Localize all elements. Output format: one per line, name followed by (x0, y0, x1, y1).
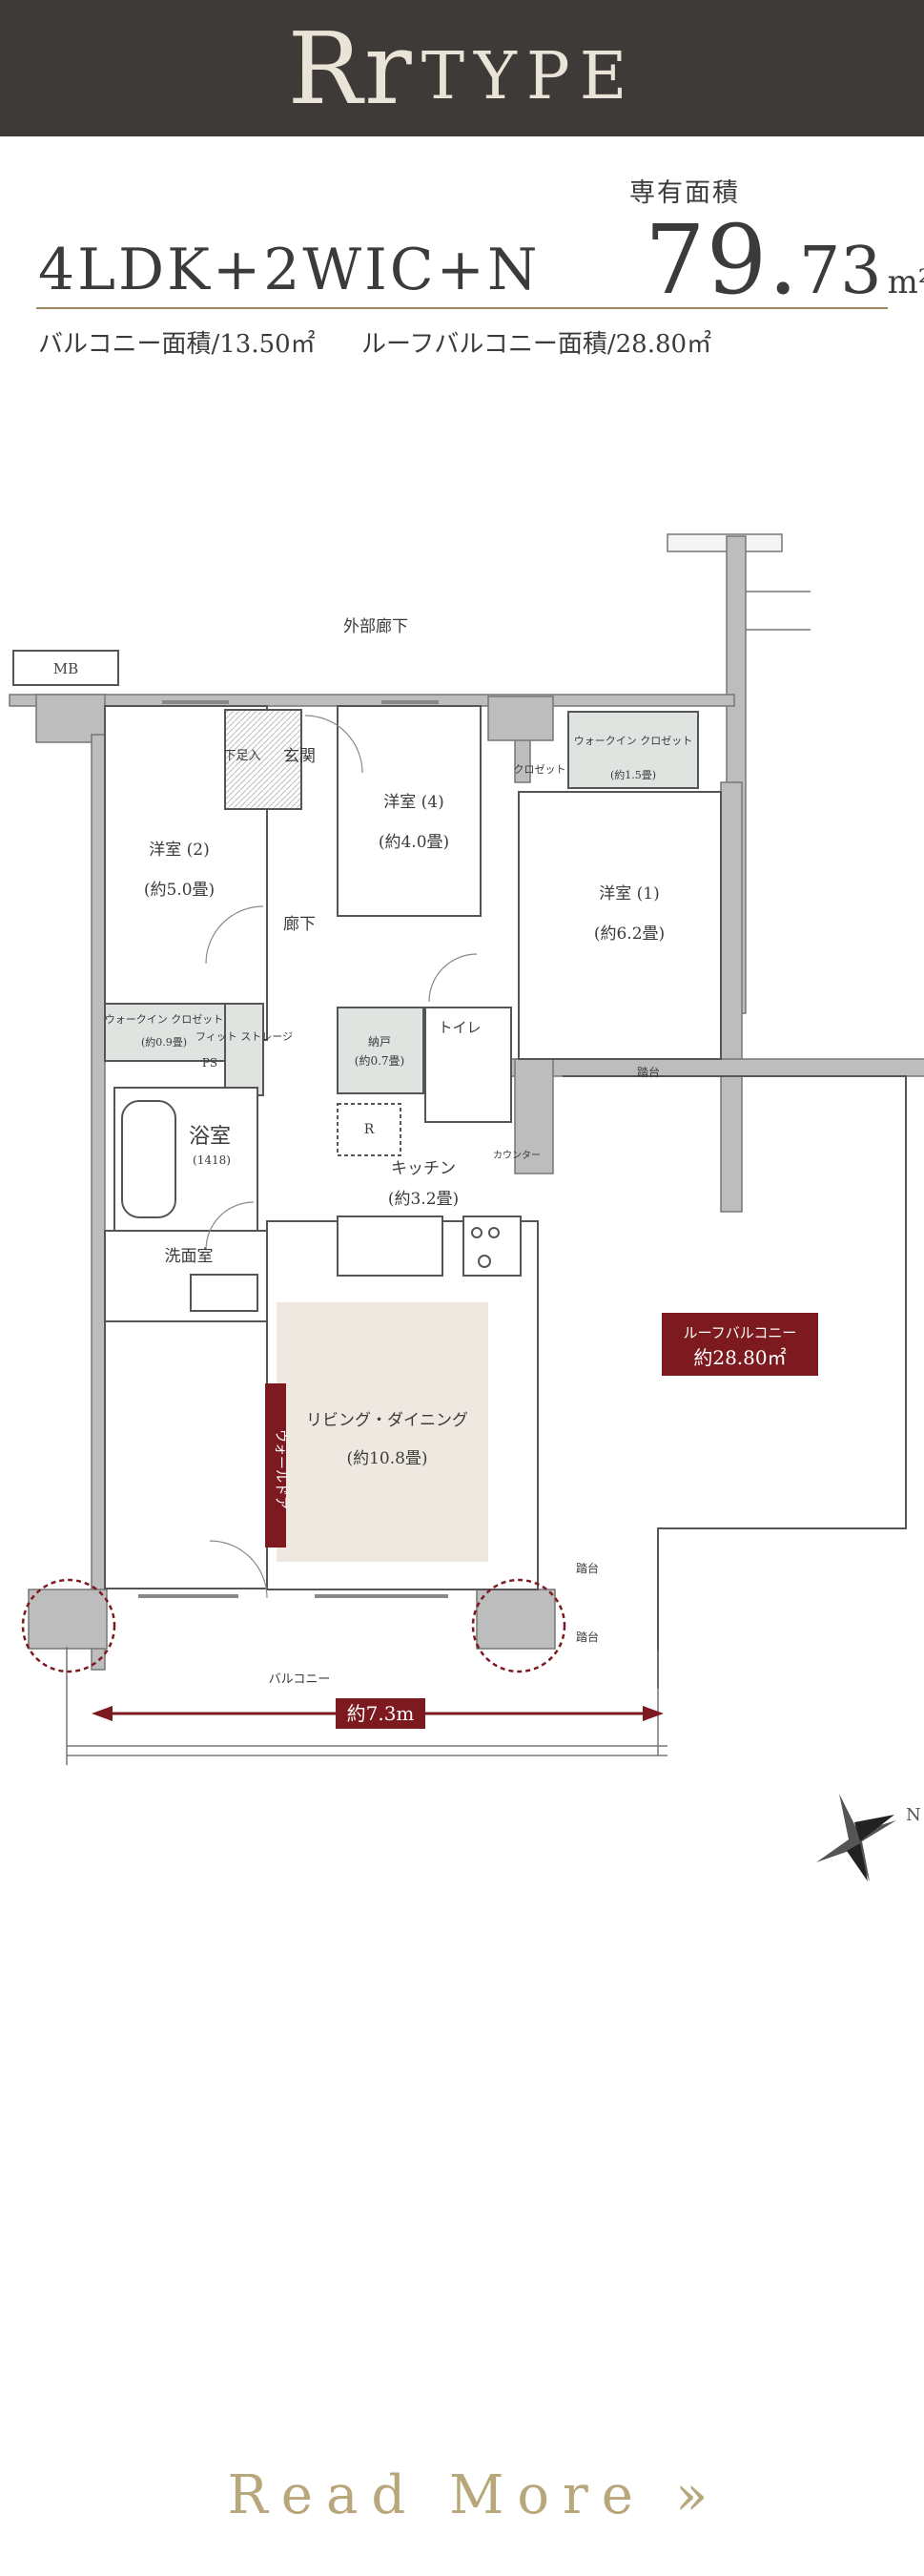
type-title-small: TYPE (421, 38, 637, 114)
living-fill (277, 1302, 488, 1562)
kitchen-counter (337, 1215, 443, 1277)
outer-wall-top (9, 694, 735, 707)
room-1-label: 洋室 (1) (599, 884, 659, 904)
entrance-outline (224, 709, 302, 810)
wall-horizontal (510, 1058, 924, 1077)
room-1-size: (約6.2畳) (594, 924, 665, 944)
room-1-outline (518, 791, 722, 1060)
roof-balcony-label: ルーフバルコニー (684, 1324, 797, 1341)
fit-storage-outline (224, 1003, 264, 1096)
read-more-label: Read More (227, 2463, 647, 2526)
refrigerator-label: R (364, 1122, 375, 1137)
ps-label: PS (202, 1056, 217, 1070)
sub-areas: バルコニー面積/13.50㎡ ルーフバルコニー面積/28.80㎡ (38, 324, 711, 360)
storage-size: (約0.7畳) (355, 1053, 404, 1068)
toilet-label: トイレ (438, 1019, 481, 1036)
width-dimension-label: 約7.3m (347, 1702, 415, 1725)
plan-name: 4LDK+2WIC+N (38, 237, 541, 303)
north-label: N (906, 1805, 921, 1825)
bathtub (121, 1100, 176, 1218)
outer-wall-left-long (91, 734, 106, 1671)
roof-balcony-area: ルーフバルコニー面積/28.80㎡ (360, 330, 712, 359)
column-top (487, 696, 554, 741)
room-4-label: 洋室 (4) (383, 793, 443, 812)
room-2-size: (約5.0畳) (144, 881, 215, 900)
kitchen-size: (約3.2畳) (388, 1190, 459, 1209)
corner-mark-left (21, 1578, 116, 1673)
mb-box (12, 650, 119, 686)
room-3-outline (104, 1320, 268, 1589)
roof-balcony-outline (563, 1075, 907, 1689)
step-label-3: 踏台 (576, 1630, 599, 1644)
wall-door-label: ウォールドア (273, 1429, 288, 1509)
storage-label: 納戸 (368, 1035, 391, 1049)
closet-small-label: クロゼット (514, 763, 566, 776)
washroom-label: 洗面室 (165, 1247, 214, 1266)
room-4-size: (約4.0畳) (379, 833, 449, 852)
refrigerator (337, 1103, 401, 1156)
corner-block-bm (476, 1589, 556, 1650)
area-unit: m² (887, 263, 924, 301)
bath-label: 浴室 (189, 1125, 231, 1149)
double-chevron-right-icon: ›› (674, 2462, 708, 2527)
corner-block-bl (28, 1589, 108, 1650)
header-bar (0, 0, 924, 136)
step-label-1: 踏台 (637, 1065, 660, 1079)
storage-outline (337, 1007, 424, 1094)
width-dimension-tag (336, 1698, 425, 1729)
area-int: 79. (645, 204, 800, 316)
roof-balcony-size: 約28.80㎡ (693, 1346, 786, 1369)
wic-1-label: ウォークイン クロゼット (574, 735, 693, 747)
wall-right-mid (720, 781, 743, 1213)
room-4-outline (337, 705, 482, 917)
divider (36, 307, 888, 309)
read-more-button[interactable]: Read More ›› (0, 2452, 924, 2538)
roof-rail-top (667, 533, 783, 552)
outer-corridor-label: 外部廊下 (343, 617, 408, 636)
type-title-big: Rr (287, 10, 414, 127)
room-2-label: 洋室 (2) (149, 841, 209, 860)
wic-1-outline (567, 711, 699, 789)
balcony-area: バルコニー面積/13.50㎡ (38, 330, 316, 359)
type-title: Rr TYPE (0, 0, 924, 136)
fit-storage-label: フィット ストレージ (195, 1030, 293, 1043)
area-value: 79.73m² (645, 204, 924, 316)
kitchen-label: キッチン (391, 1159, 456, 1178)
mb-label: MB (53, 660, 78, 677)
wic-2-size: (約0.9畳) (141, 1035, 187, 1049)
area-label: 専有面積 (629, 178, 740, 208)
stove (462, 1215, 522, 1277)
balcony-label: バルコニー (269, 1672, 331, 1687)
compass-icon (816, 1794, 896, 1881)
sink (190, 1274, 258, 1312)
area-dec: 73 (799, 234, 882, 309)
living-label: リビング・ダイニング (306, 1411, 468, 1430)
roof-balcony-tag (662, 1313, 818, 1376)
wic-2-label: ウォークイン クロゼット (105, 1013, 224, 1026)
counter-label: カウンター (493, 1150, 541, 1161)
step-label-2: 踏台 (576, 1561, 599, 1575)
corner-mark-right (471, 1578, 566, 1673)
bath-size: (1418) (193, 1153, 231, 1167)
shoe-storage-label: 下足入 (223, 749, 260, 763)
toilet-outline (424, 1007, 512, 1123)
living-size: (約10.8畳) (346, 1449, 427, 1468)
hallway-label: 廊下 (283, 915, 316, 934)
wall-door (265, 1383, 286, 1548)
floor-plan: MB (9, 533, 924, 1881)
entrance-label: 玄関 (283, 747, 316, 766)
wic-1-size: (約1.5畳) (610, 768, 656, 781)
